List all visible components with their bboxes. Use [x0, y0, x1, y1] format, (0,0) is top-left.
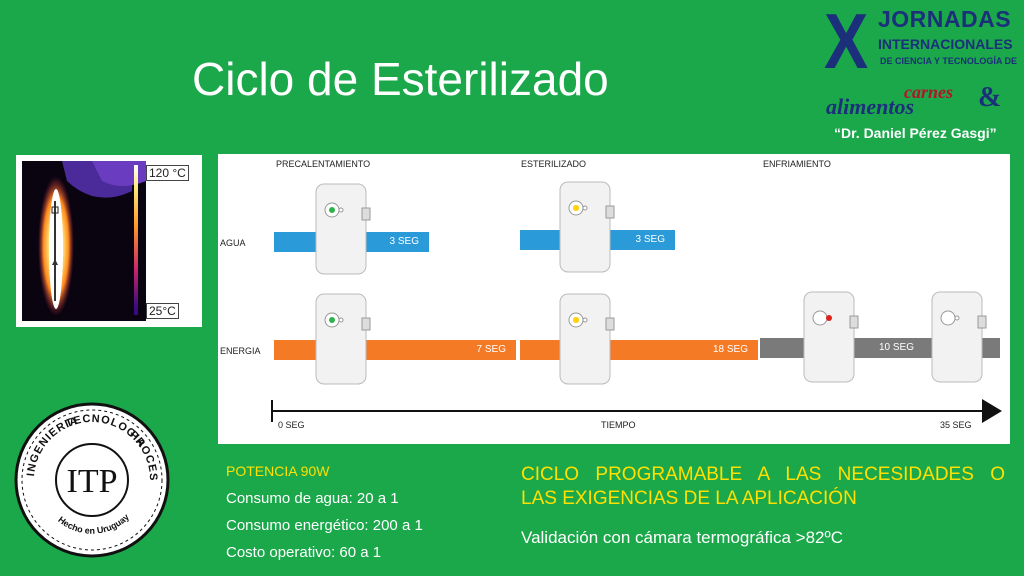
energy-bar-cooling-label: 10 SEG [878, 342, 914, 353]
machine-cooling-2 [931, 291, 987, 383]
spec-water: Consumo de agua: 20 a 1 [226, 490, 399, 507]
timeline-start-label: 0 SEG [278, 420, 305, 430]
energy-bar-preheat: 7 SEG [274, 340, 516, 360]
sterilization-cycle-diagram: PRECALENTAMIENTO ESTERILIZADO ENFRIAMIEN… [218, 154, 1010, 444]
row-label-energy: ENERGIA [220, 346, 261, 356]
cycle-headline-line1: CICLO PROGRAMABLE A LAS NECESIDADES O [521, 464, 1005, 485]
machine-preheat-energy [315, 293, 371, 385]
timeline-axis-label: TIEMPO [601, 420, 636, 430]
timeline-arrow-icon [982, 399, 1002, 423]
machine-cooling-1 [803, 291, 859, 383]
seal-center-text: ITP [67, 463, 118, 500]
logo-carnes: carnes [904, 82, 953, 102]
thermal-color-scale [134, 165, 138, 315]
energy-bar-sterilize-label: 18 SEG [712, 344, 748, 355]
specs-list: POTENCIA 90W Consumo de agua: 20 a 1 Con… [226, 458, 423, 566]
logo-internacionales: INTERNACIONALES [878, 36, 1013, 52]
phase-preheat-label: PRECALENTAMIENTO [276, 159, 371, 169]
energy-bar-preheat-label: 7 SEG [476, 344, 506, 355]
cycle-headline-line2: LAS EXIGENCIAS DE LA APLICACIÓN [521, 488, 857, 509]
thermal-image: 120 °C 25°C [16, 155, 202, 327]
timeline-end-label: 35 SEG [940, 420, 972, 430]
logo-alimentos: alimentos [826, 94, 915, 119]
itp-seal-logo: INGENIERIA TECNOLOGIA PROCESOS Hecho en … [12, 400, 170, 558]
water-bar-preheat-label: 3 SEG [389, 236, 419, 247]
timeline-axis [272, 410, 998, 412]
thermal-min-label: 25°C [146, 303, 179, 319]
spec-power: POTENCIA 90W [226, 463, 330, 479]
machine-preheat-water [315, 183, 371, 275]
slide-title: Ciclo de Esterilizado [192, 53, 609, 105]
logo-x-letter: X [824, 0, 869, 85]
phase-sterilize-label: ESTERILIZADO [521, 159, 587, 169]
logo-honoree: “Dr. Daniel Pérez Gasgi” [834, 125, 997, 141]
logo-ampersand: & [978, 82, 1002, 113]
machine-sterilize-energy [559, 293, 615, 385]
logo-jornadas: JORNADAS [878, 6, 1012, 32]
thermal-max-label: 120 °C [146, 165, 189, 181]
thermal-photo [22, 161, 146, 321]
spec-cost: Costo operativo: 60 a 1 [226, 544, 382, 561]
energy-bar-sterilize: 18 SEG [520, 340, 758, 360]
event-logo: X JORNADAS INTERNACIONALES DE CIENCIA Y … [818, 2, 1018, 152]
phase-cooling-label: ENFRIAMIENTO [763, 159, 831, 169]
validation-note: Validación con cámara termográfica >82ºC [521, 528, 843, 547]
water-bar-sterilize-label: 3 SEG [635, 234, 665, 245]
logo-ciencia: DE CIENCIA Y TECNOLOGÍA DE [880, 56, 1018, 66]
row-label-water: AGUA [220, 238, 246, 248]
spec-energy: Consumo energético: 200 a 1 [226, 517, 423, 534]
machine-sterilize-water [559, 181, 615, 273]
